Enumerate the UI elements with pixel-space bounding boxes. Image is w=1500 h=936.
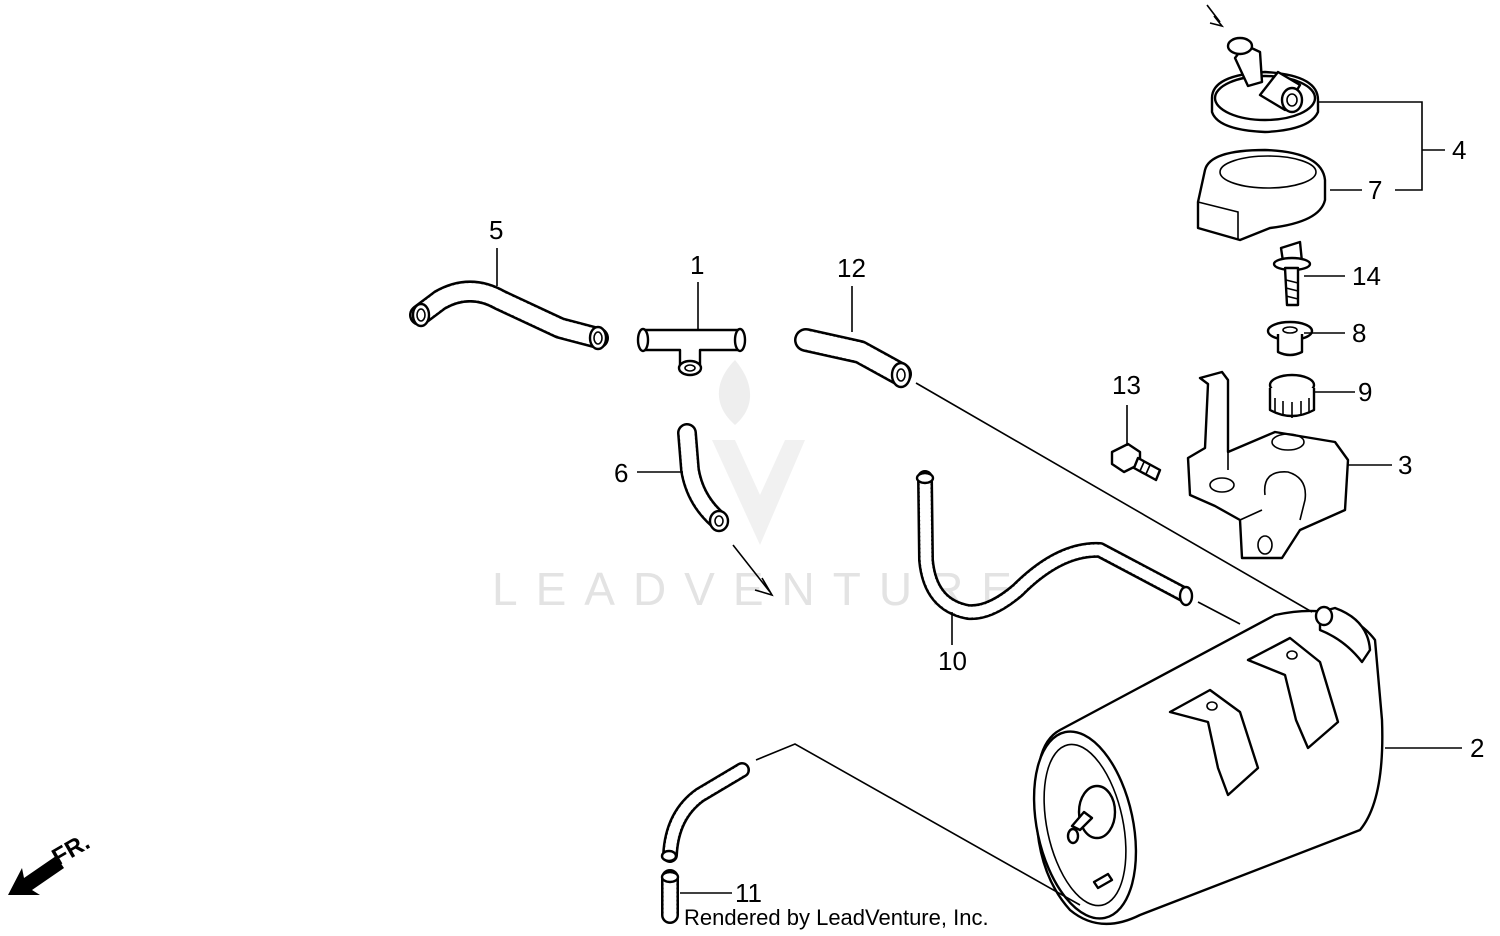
label-part-13: 13 (1112, 370, 1141, 400)
t-joint-part-1 (636, 327, 747, 377)
grommet-part-9 (1268, 373, 1316, 418)
valve-part-4 (1210, 36, 1320, 134)
label-part-8: 8 (1352, 318, 1366, 348)
hose-part-12 (794, 328, 912, 389)
watermark-logo-icon (712, 360, 805, 545)
hose-part-10 (915, 470, 1194, 621)
watermark: LEADVENTURE (492, 360, 1012, 615)
collar-part-8 (1266, 320, 1314, 357)
part-labels: 1 2 3 4 5 6 7 8 9 10 11 12 13 14 (489, 135, 1484, 908)
bolt-part-13 (1110, 442, 1162, 482)
label-part-14: 14 (1352, 261, 1381, 291)
label-part-4: 4 (1452, 135, 1466, 165)
bracket-part-3 (1186, 370, 1350, 560)
render-credit: Rendered by LeadVenture, Inc. (684, 905, 989, 930)
bolt-part-14 (1272, 240, 1312, 307)
hose-part-6 (677, 423, 730, 533)
label-part-5: 5 (489, 215, 503, 245)
front-arrow-icon (8, 856, 64, 895)
label-part-7: 7 (1368, 175, 1382, 205)
connection-lines (496, 4, 1462, 906)
ring-part-7 (1196, 148, 1327, 242)
label-part-6: 6 (614, 458, 628, 488)
hose-part-5 (409, 280, 609, 351)
label-part-12: 12 (837, 253, 866, 283)
label-part-1: 1 (690, 250, 704, 280)
label-part-10: 10 (938, 646, 967, 676)
label-part-2: 2 (1470, 733, 1484, 763)
label-part-11: 11 (735, 878, 762, 908)
hose-part-11 (660, 762, 750, 924)
label-part-3: 3 (1398, 450, 1412, 480)
label-part-9: 9 (1358, 377, 1372, 407)
front-direction-marker: FR. (8, 828, 94, 895)
canister-part-2 (1032, 605, 1384, 926)
